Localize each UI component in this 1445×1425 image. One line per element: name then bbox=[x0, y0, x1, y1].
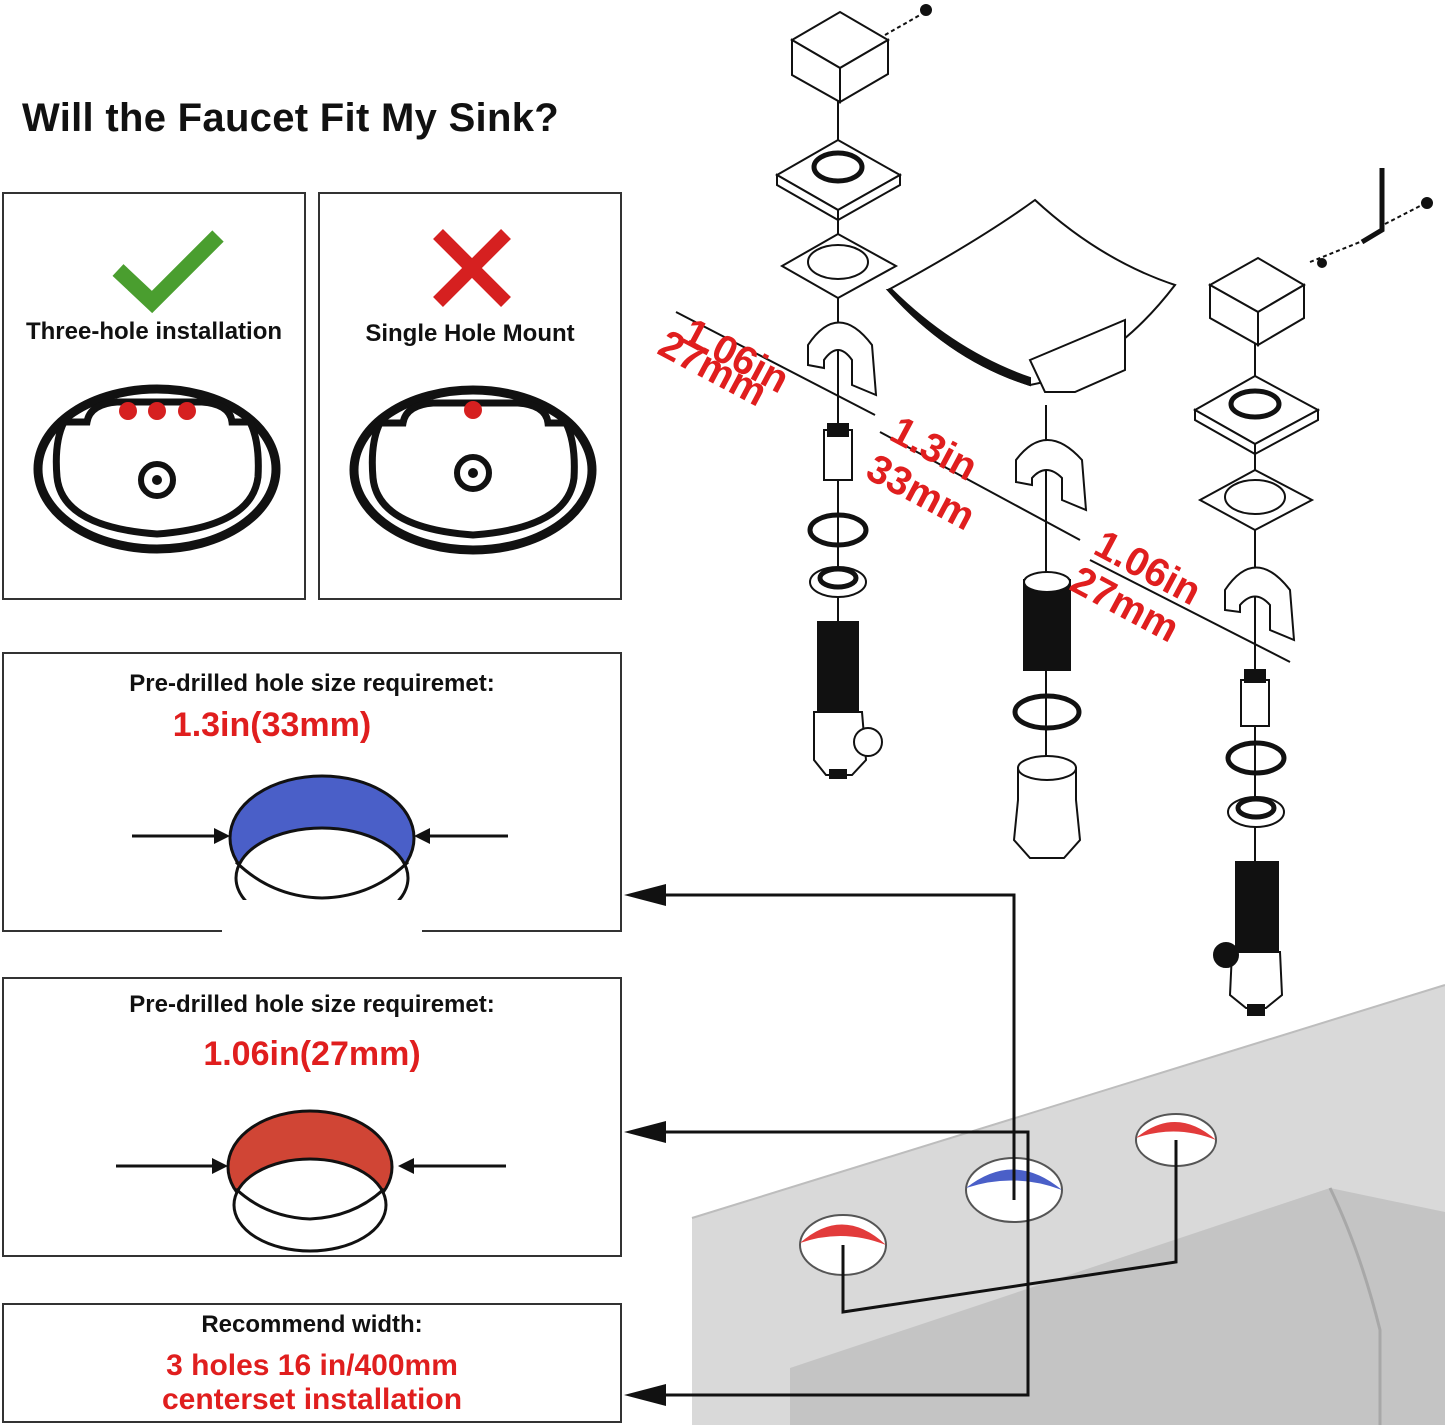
three-hole-sink-icon bbox=[33, 384, 281, 554]
hole-33-panel: Pre-drilled hole size requiremet: 1.3in(… bbox=[2, 652, 622, 940]
three-hole-label: Three-hole installation bbox=[25, 318, 283, 345]
check-icon bbox=[112, 230, 224, 314]
hole-27-value: 1.06in(27mm) bbox=[203, 1035, 421, 1073]
single-hole-panel: Single Hole Mount bbox=[318, 192, 622, 600]
width-line1: 3 holes 16 in/400mm bbox=[166, 1349, 458, 1382]
x-icon bbox=[433, 229, 511, 307]
single-hole-label: Single Hole Mount bbox=[365, 320, 575, 347]
page-title: Will the Faucet Fit My Sink? bbox=[22, 96, 559, 140]
hole-33-heading: Pre-drilled hole size requiremet: bbox=[129, 670, 495, 697]
single-hole-sink-icon bbox=[349, 385, 597, 555]
hole-27-heading: Pre-drilled hole size requiremet: bbox=[129, 991, 495, 1018]
hole-33-value: 1.3in(33mm) bbox=[172, 706, 372, 744]
recommend-width-panel: Recommend width: 3 holes 16 in/400mm cen… bbox=[2, 1303, 622, 1423]
width-line2: centerset installation bbox=[161, 1383, 463, 1416]
hole-27-panel: Pre-drilled hole size requiremet: 1.06in… bbox=[2, 977, 622, 1257]
hole-33-diagram bbox=[132, 774, 508, 940]
three-hole-panel: Three-hole installation bbox=[2, 192, 306, 600]
hole-27-diagram bbox=[116, 1109, 506, 1253]
width-heading: Recommend width: bbox=[201, 1311, 423, 1338]
